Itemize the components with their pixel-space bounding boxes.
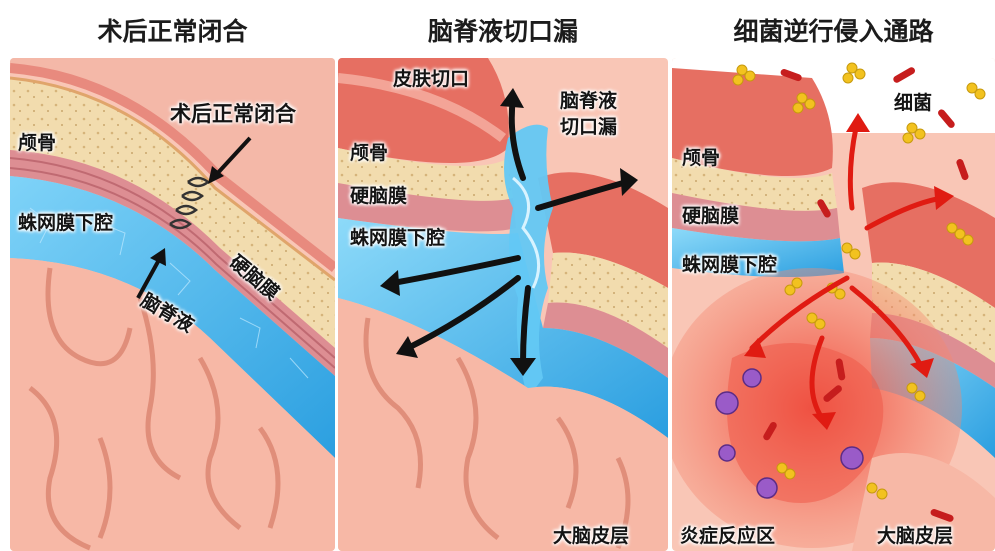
csf-leak-illustration [338,58,668,551]
label-inflammation: 炎症反应区 [680,521,775,548]
panel-bacterial-invasion: 细菌 颅骨 硬脑膜 蛛网膜下腔 炎症反应区 大脑皮层 [672,58,995,551]
label-cortex: 大脑皮层 [553,521,629,548]
label-dura: 硬脑膜 [682,201,739,228]
label-subarachnoid: 蛛网膜下腔 [682,250,777,277]
panel-title-normal-closure: 术后正常闭合 [10,8,335,56]
panel-title-bacterial-invasion: 细菌逆行侵入通路 [672,8,995,56]
label-cortex: 大脑皮层 [877,521,953,548]
label-closure: 术后正常闭合 [170,98,296,128]
label-csf-leak: 脑脊液 切口漏 [560,88,617,140]
label-skull: 颅骨 [350,138,388,165]
label-dura: 硬脑膜 [350,181,407,208]
panel-csf-leak: 皮肤切口 脑脊液 切口漏 颅骨 硬脑膜 蛛网膜下腔 大脑皮层 [338,58,668,551]
label-skull: 颅骨 [18,128,56,155]
label-skull: 颅骨 [682,143,720,170]
panel-title-csf-leak: 脑脊液切口漏 [338,8,668,56]
label-bacteria: 细菌 [894,88,932,115]
panel-normal-closure: 术后正常闭合 颅骨 蛛网膜下腔 脑脊液 硬脑膜 [10,58,335,551]
label-skin-incision: 皮肤切口 [393,64,469,91]
label-subarachnoid: 蛛网膜下腔 [350,223,445,250]
bacterial-invasion-illustration [672,58,995,551]
label-subarachnoid: 蛛网膜下腔 [18,208,113,235]
